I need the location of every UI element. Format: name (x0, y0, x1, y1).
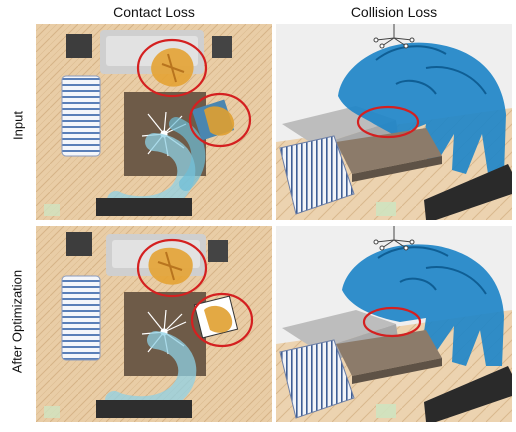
column-title-contact-loss: Contact Loss (113, 4, 195, 20)
coffee-table (336, 128, 442, 174)
human-sitting-sofa (151, 48, 194, 87)
striped-armchair (279, 135, 355, 215)
tv-console (424, 366, 512, 422)
highlight-circle-collision (362, 306, 422, 338)
stool (44, 204, 60, 216)
panel-optimized-contact-loss (36, 226, 272, 422)
striped-sofa (61, 75, 101, 157)
column-title-collision-loss: Collision Loss (350, 4, 438, 20)
human-sitting-sofa (148, 247, 193, 285)
stool (376, 202, 396, 216)
scene-topdown-input (36, 24, 272, 220)
row-title-input: Input (10, 111, 26, 140)
scene-topdown-optimized (36, 226, 272, 422)
highlight-circle-sofa-contact (136, 238, 208, 298)
human-blobs-collision (342, 244, 504, 366)
stool (44, 406, 60, 418)
panel-input-collision-loss (276, 24, 512, 220)
panel-optimized-collision-loss (276, 226, 512, 422)
side-table (66, 34, 92, 58)
highlight-circle-chair-contact (190, 292, 254, 348)
panel-input-contact-loss (36, 24, 272, 220)
human-sitting-chair (193, 295, 239, 339)
end-table (212, 36, 232, 58)
stool (376, 404, 396, 418)
highlight-circle-chair-contact (188, 92, 252, 148)
chandelier-icon (373, 226, 415, 251)
human-sitting-chair (191, 99, 235, 141)
side-table (66, 232, 92, 256)
row-title-after-optimization: After Optimization (9, 269, 25, 374)
striped-sofa (61, 275, 101, 361)
highlight-circle-collision (356, 105, 420, 139)
tv-console (96, 400, 192, 418)
grey-sofa (282, 310, 396, 350)
end-table (208, 240, 228, 262)
coffee-table (336, 330, 442, 376)
scene-perspective-optimized (276, 226, 512, 422)
human-blobs-collision (338, 42, 506, 174)
tv-console (96, 198, 192, 216)
highlight-circle-sofa-contact (136, 38, 208, 98)
striped-armchair (279, 339, 355, 419)
scene-perspective-input (276, 24, 512, 220)
chandelier-icon (373, 24, 415, 49)
tv-console (424, 164, 512, 220)
